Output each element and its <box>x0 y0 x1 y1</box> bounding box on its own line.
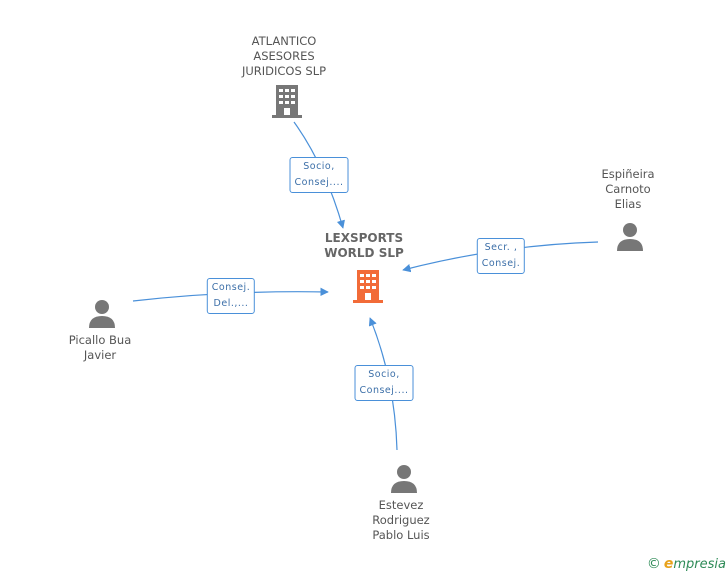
node-label-atlantico: ATLANTICO ASESORES JURIDICOS SLP <box>241 34 327 78</box>
edge-label-espineira[interactable]: Secr. , Consej. <box>476 238 526 274</box>
node-label-center: LEXSPORTS WORLD SLP <box>324 231 404 260</box>
node-label-espineira: Espiñeira Carnoto Elias <box>601 167 655 211</box>
person-icon[interactable] <box>615 221 645 251</box>
edge-label-estevez[interactable]: Socio, Consej.... <box>354 365 414 401</box>
person-icon[interactable] <box>389 463 419 493</box>
edge-label-atlantico[interactable]: Socio, Consej.... <box>289 157 349 193</box>
building-icon[interactable] <box>271 83 303 119</box>
brand-initial: e <box>663 556 674 572</box>
building-icon[interactable] <box>352 268 384 304</box>
node-label-estevez: Estevez Rodriguez Pablo Luis <box>372 498 430 542</box>
edge-label-picallo[interactable]: Consej. Del.,... <box>206 278 256 314</box>
brand-name: mpresia <box>673 556 726 572</box>
person-icon[interactable] <box>87 298 117 328</box>
node-label-picallo: Picallo Bua Javier <box>68 333 132 362</box>
copyright-icon: © <box>646 556 661 572</box>
